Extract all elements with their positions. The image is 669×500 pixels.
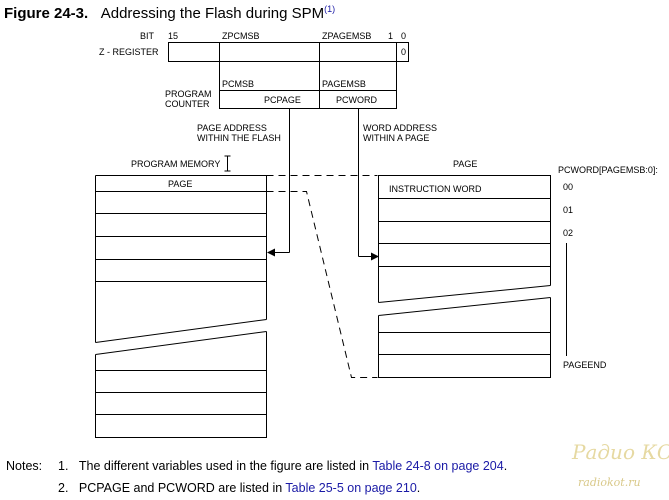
pcword-label: PCWORD [336,95,377,105]
word-address-label-line2: WITHIN A PAGE [363,133,430,143]
program-counter-label-line1: PROGRAM [165,89,212,99]
note-2-after: . [416,481,421,495]
page-block [378,175,551,378]
page-address-arrow [267,108,290,257]
program-memory-page-label: PAGE [168,179,193,189]
bit-15-label: 15 [168,31,179,41]
word-address-arrow [358,108,379,261]
z-register-box [168,42,409,62]
bit-label: BIT [140,31,155,41]
note-2-link[interactable]: Table 25-5 on page 210 [285,481,417,495]
pagemsb-label: PAGEMSB [322,79,366,89]
z-to-pc-connectors [219,61,397,91]
program-memory-title: PROGRAM MEMORY [131,159,221,169]
page-dashed-connectors [266,175,378,378]
note-2-text: PCPAGE and PCWORD are listed in [78,481,286,495]
note-item-1: 1. The different variables used in the f… [58,459,507,474]
note-1-number: 1. [58,459,69,473]
figure-title: Figure 24-3. Addressing the Flash during… [4,4,335,22]
z-register-label: Z - REGISTER [99,47,159,57]
index-label-01: 01 [563,205,574,215]
figure-footnote-ref[interactable]: (1) [324,4,336,14]
program-memory-block [95,175,267,438]
zpcmsb-label: ZPCMSB [222,31,260,41]
figure-number: Figure 24-3. [4,5,89,22]
watermark-title: Радио КОТ [572,440,669,464]
note-1-link[interactable]: Table 24-8 on page 204 [372,459,504,473]
instruction-word-label: INSTRUCTION WORD [389,184,482,194]
bit-1-label: 1 [388,31,394,41]
index-label-00: 00 [563,182,574,192]
note-item-2: 2. PCPAGE and PCWORD are listed in Table… [58,481,420,496]
note-1-after: . [503,459,508,473]
note-1-text: The different variables used in the figu… [78,459,373,473]
text-cursor-icon [224,155,231,172]
pcword-index-header: PCWORD[PAGEMSB:0]: [558,165,658,175]
pcmsb-label: PCMSB [222,79,255,89]
page-block-title: PAGE [453,159,478,169]
zpagemsb-label: ZPAGEMSB [322,31,372,41]
page-address-label-line2: WITHIN THE FLASH [197,133,281,143]
pcpage-label: PCPAGE [264,95,301,105]
page-end-label: PAGEEND [563,360,607,370]
word-address-label-line1: WORD ADDRESS [363,123,438,133]
program-counter-label-line2: COUNTER [165,99,210,109]
program-counter-box [219,90,397,109]
watermark-url: radiokot.ru [578,476,641,489]
note-2-number: 2. [58,481,69,495]
page-address-label-line1: PAGE ADDRESS [197,123,267,133]
notes-label: Notes: [6,459,43,473]
index-label-02: 02 [563,228,574,238]
z-register-bit0-value: 0 [401,47,407,57]
bit-0-label: 0 [401,31,407,41]
figure-caption: Addressing the Flash during SPM [100,5,325,22]
